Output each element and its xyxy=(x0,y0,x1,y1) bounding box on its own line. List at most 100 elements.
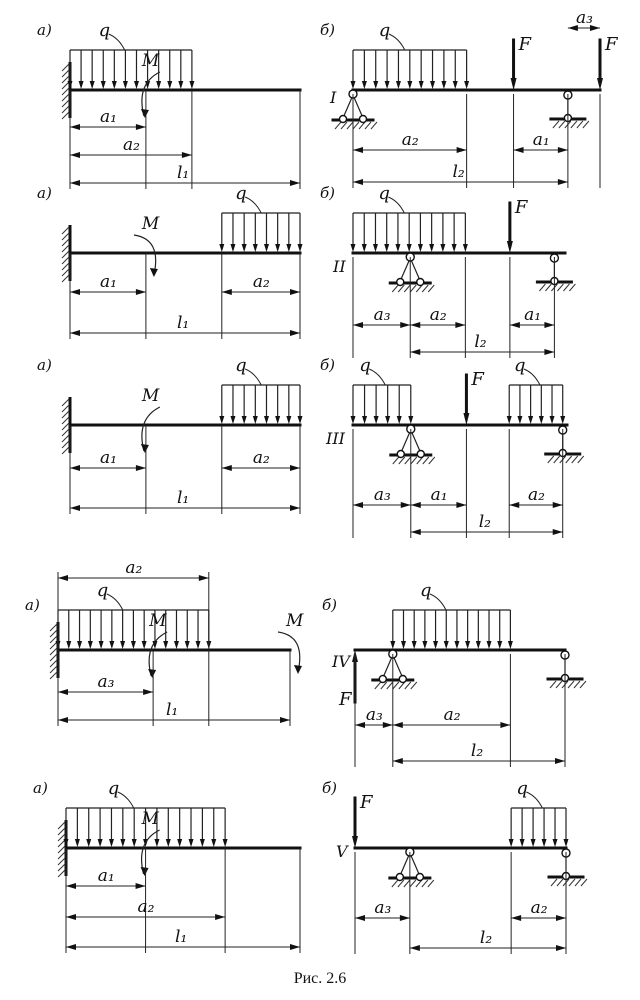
dimension-label: l₁ xyxy=(166,700,178,720)
ground-hatch xyxy=(403,284,411,293)
load-leader xyxy=(526,791,543,809)
dimension-arrow-left xyxy=(70,152,80,158)
variant-tag-a: а) xyxy=(25,596,40,614)
dimension-arrow-right xyxy=(400,322,411,328)
dimension-arrow-right xyxy=(198,575,209,581)
ground-hatch xyxy=(380,681,388,690)
dimension-arrow-left xyxy=(509,502,520,508)
variant-tag-a: а) xyxy=(37,21,52,39)
wall-hatch xyxy=(61,256,70,265)
ground-hatch xyxy=(392,456,400,465)
dimension-arrow-right xyxy=(400,502,411,508)
load-leader xyxy=(108,33,126,51)
dimension-arrow-right xyxy=(135,465,146,471)
dimension-label: l₂ xyxy=(479,512,491,532)
ground-hatch xyxy=(346,121,354,130)
wall-hatch xyxy=(61,416,70,425)
ground-hatch xyxy=(398,456,406,465)
ground-hatch xyxy=(422,456,430,465)
dimension-arrow-right xyxy=(555,758,565,764)
arrowhead xyxy=(219,244,225,252)
wall-hatch xyxy=(61,87,70,96)
dimension-label: l₂ xyxy=(452,162,464,182)
ground-hatch xyxy=(427,284,435,293)
moment-arrowhead xyxy=(140,444,149,453)
dimension-label: l₂ xyxy=(474,332,486,352)
arrowhead xyxy=(108,839,114,847)
wall-hatch xyxy=(61,440,70,449)
arrowhead xyxy=(462,244,468,252)
wall-hatch xyxy=(61,226,70,235)
arrowhead xyxy=(373,416,379,424)
dimension-arrow-left xyxy=(355,722,365,728)
wall-hatch xyxy=(61,63,70,72)
ground-hatch xyxy=(409,879,417,888)
load-label: q xyxy=(108,778,120,799)
dimension-arrow-right xyxy=(290,944,300,950)
arrowhead xyxy=(241,244,247,252)
ground-hatch xyxy=(574,878,582,887)
dimension-label: a₁ xyxy=(100,107,117,127)
dimension-arrow-right xyxy=(544,322,555,328)
load-leader xyxy=(244,368,262,386)
hinge-pin xyxy=(395,872,405,882)
dimension-arrow-left xyxy=(409,945,420,951)
arrowhead xyxy=(199,839,205,847)
dimension-label: a₂ xyxy=(444,705,461,725)
arrowhead xyxy=(528,416,534,424)
moment-label: M xyxy=(141,386,160,406)
ground-hatch xyxy=(547,455,555,464)
dimension-label: a₁ xyxy=(100,448,117,468)
load-label: q xyxy=(99,20,111,41)
wall-hatch xyxy=(49,629,58,638)
arrowhead xyxy=(384,81,390,89)
arrowhead xyxy=(130,641,136,649)
arrowhead xyxy=(188,839,194,847)
roman-numeral: III xyxy=(325,429,346,448)
wall-hatch xyxy=(61,99,70,108)
wall-hatch xyxy=(49,635,58,644)
dimension-arrow-left xyxy=(58,575,68,581)
wall-hatch xyxy=(49,671,58,680)
arrowhead xyxy=(429,244,435,252)
dimension-label: a₁ xyxy=(533,130,550,150)
dimension-arrow-right xyxy=(290,289,300,295)
load-leader xyxy=(117,791,135,809)
load-label: q xyxy=(235,355,247,376)
arrowhead xyxy=(506,416,512,424)
ground-hatch xyxy=(577,455,585,464)
force-label: F xyxy=(514,197,529,218)
dimension-arrow-right xyxy=(456,147,467,153)
moment-label: M xyxy=(141,51,160,71)
ground-hatch xyxy=(391,879,399,888)
dimension-arrow-right xyxy=(143,689,154,695)
ground-hatch xyxy=(403,879,411,888)
dimension-arrow-right xyxy=(290,180,300,186)
dimension-arrow-right xyxy=(590,25,600,31)
wall-hatch xyxy=(61,81,70,90)
arrowhead xyxy=(189,81,195,89)
arrowhead xyxy=(131,839,137,847)
roman-numeral: IV xyxy=(331,652,351,671)
dimension-label: l₁ xyxy=(177,488,189,508)
ground-hatch xyxy=(569,283,576,292)
dimension-arrow-left xyxy=(58,689,68,695)
moment-arrowhead xyxy=(140,109,149,118)
dimension-arrow-left xyxy=(353,147,363,153)
hinge-pin xyxy=(415,872,425,882)
dimension-arrow-left xyxy=(410,322,421,328)
arrowhead xyxy=(286,416,292,424)
ground-hatch xyxy=(397,284,405,293)
ground-hatch xyxy=(582,120,590,129)
dimension-label: a₂ xyxy=(430,305,447,325)
arrowhead xyxy=(475,641,481,649)
arrowhead xyxy=(464,81,470,89)
moment-label: M xyxy=(141,214,160,234)
variant-tag-b: б) xyxy=(322,779,337,797)
wall-hatch xyxy=(61,404,70,413)
